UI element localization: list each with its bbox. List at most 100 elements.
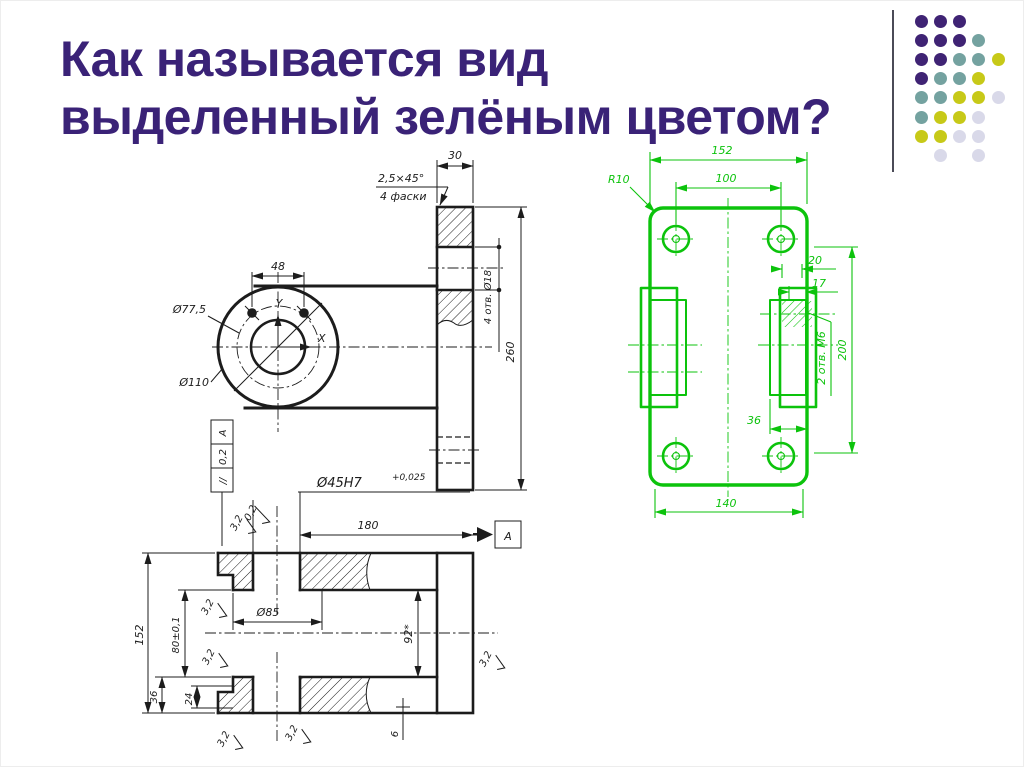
right-boss-inner [769, 299, 807, 396]
dim260-label: 260 [504, 342, 517, 363]
roughness-mark: 0,2 [243, 504, 271, 525]
chamfer-count-label: 4 фаски [380, 190, 426, 203]
dot [914, 91, 928, 105]
callout-dot [496, 287, 502, 293]
hidden-hole-lines [437, 436, 473, 464]
green-hole [657, 437, 695, 475]
left-boss-outer [639, 286, 679, 409]
gdim20-label: 20 [808, 254, 822, 267]
roughness-mark: 3,2 [478, 650, 506, 671]
chamfer-label: 2,5×45° [378, 172, 424, 185]
dot [953, 110, 967, 124]
radius-leader [629, 186, 656, 213]
roughness-mark: 3,2 [201, 648, 229, 669]
break-line [436, 319, 474, 326]
tolerance-value-label: 0,2 [218, 449, 229, 465]
flange-hatch-break [437, 290, 473, 326]
dot [972, 148, 986, 162]
dot [953, 72, 967, 86]
section-view: 180 A 152 36 80±0,1 24 Ø85 92* 6 0,2 3,2 [133, 492, 522, 751]
section-hatch-tl [218, 553, 253, 590]
x-axis-label: X [317, 332, 326, 345]
right-boss-outer [778, 286, 818, 409]
outer-dia-leader [210, 367, 224, 383]
section-hatch-tr [300, 553, 371, 590]
dim260-extensions [475, 206, 527, 491]
left-boss-inner [649, 299, 687, 396]
bottom-arm-left [216, 675, 235, 715]
green-hole [762, 220, 800, 258]
section-hatch-bl [218, 677, 253, 713]
dot [972, 91, 986, 105]
dim180-label: 180 [358, 519, 379, 532]
dim6-lines [396, 698, 410, 740]
slide-title-line2: выделенный зелёным цветом? [60, 89, 832, 145]
roughness-value: 0,2 [243, 504, 260, 523]
bolt-circle-dia-label: Ø77,5 [172, 303, 206, 316]
holes-note-label: 4 отв. Ø18 [482, 270, 494, 324]
section-break-lines [365, 552, 372, 714]
roughness-mark: 3,2 [216, 730, 244, 751]
view-arrow-tail [473, 533, 478, 536]
dot [933, 52, 947, 66]
dot [953, 129, 967, 143]
holes-callout-lines [475, 238, 500, 352]
dot [933, 14, 947, 28]
dot [953, 52, 967, 66]
flange-plate [435, 205, 475, 492]
dot [972, 52, 986, 66]
roughness-value: 3,2 [216, 730, 233, 749]
dim85-label: Ø85 [256, 606, 280, 619]
gdim200-label: 200 [836, 340, 849, 361]
bolt-circle-leader [207, 315, 240, 334]
chamfer-leader [439, 186, 449, 206]
front-view: 48 X Y Ø77,5 Ø110 30 2,5×45° 4 фаски 260 [172, 149, 527, 546]
dot [953, 33, 967, 47]
parallelism-symbol: // [218, 476, 229, 485]
bore-tolerance-label: +0,025 [392, 473, 426, 483]
slide-title-line1: Как называется вид [60, 31, 548, 87]
left-dim-extensions [142, 552, 231, 714]
dot [914, 72, 928, 86]
roughness-mark: 3,2 [200, 598, 228, 619]
gdim152-label: 152 [712, 144, 733, 157]
callout-dot [496, 244, 502, 250]
dot [933, 91, 947, 105]
dot [972, 33, 986, 47]
dot [953, 91, 967, 105]
roughness-value: 3,2 [284, 724, 301, 743]
tolerance-frame-dividers [211, 443, 233, 469]
m6-note-label: 2 отв. М6 [815, 331, 828, 385]
dim80-label: 80±0,1 [171, 616, 182, 653]
view-label: A [503, 530, 512, 543]
dot [914, 52, 928, 66]
gdim140-label: 140 [716, 497, 737, 510]
y-axis-label: Y [276, 297, 284, 310]
dim24-label: 24 [184, 693, 195, 706]
section-hatch-br [300, 677, 371, 713]
green-view: 152 100 R10 20 17 200 2 отв. М6 36 140 [608, 144, 858, 518]
dot [933, 148, 947, 162]
flange-hole-edges [435, 245, 475, 292]
dot [914, 33, 928, 47]
roughness-value: 3,2 [200, 598, 217, 617]
dim152-label: 152 [133, 625, 146, 646]
green-hole [762, 437, 800, 475]
dot [914, 14, 928, 28]
dot [933, 129, 947, 143]
dot [972, 129, 986, 143]
dot [914, 129, 928, 143]
dot [953, 14, 967, 28]
m6-callout-lines [805, 311, 832, 396]
top-arm-left [216, 551, 235, 592]
roughness-mark: 3,2 [284, 724, 312, 745]
gdim17-label: 17 [812, 277, 826, 290]
dot [972, 72, 986, 86]
dot [933, 33, 947, 47]
view-arrow-head [477, 527, 493, 542]
dim48-label: 48 [271, 260, 285, 273]
dim6-label: 6 [390, 731, 401, 737]
slide-title: Как называется вид выделенный зелёным цв… [60, 30, 940, 146]
bolt-hole-ticks [244, 305, 312, 321]
